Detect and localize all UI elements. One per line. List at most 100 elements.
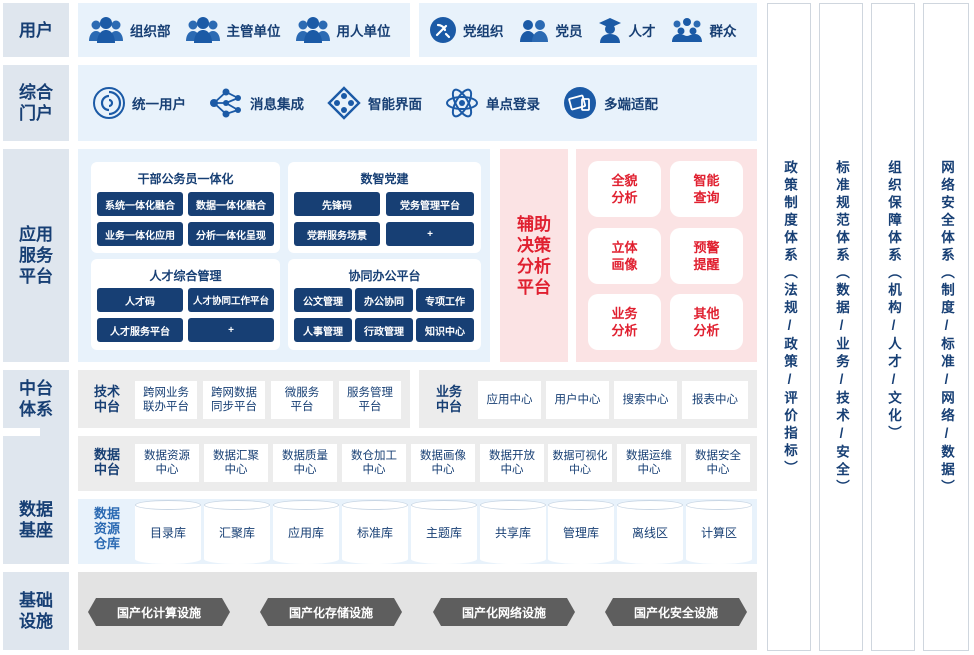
side-column-policy: 政策制度体系（法规/政策/评价指标） [767,3,811,651]
warehouse-db: 目录库 [135,500,201,564]
diamond-grid-icon [326,86,362,120]
app-item: 先锋码 [294,192,380,216]
people-group-icon [185,16,221,44]
portal-item-label: 单点登录 [486,97,540,112]
decision-panel: 辅助决策分析平台 [500,149,568,362]
app-item: 党群服务场景 [294,222,380,246]
warehouse-db-label: 共享库 [494,526,531,540]
warehouse-db: 汇聚库 [204,500,270,564]
user-group-party-org: 党组织 [429,16,504,44]
analysis-item: 其他分析 [670,294,743,350]
tech-mid-item: 跨网数据同步平台 [203,381,265,419]
infra-item-security: 国产化安全设施 [605,598,747,626]
warehouse-db-label: 标准库 [356,526,393,540]
layer-label-infra: 基础设施 [3,572,69,650]
app-item: 分析一体化呈现 [188,222,274,246]
app-item-add: + [386,222,474,246]
analysis-item: 预警提醒 [670,228,743,284]
side-column-label: 标准规范体系（数据/业务/技术/安全） [834,160,849,497]
data-mid-item: 数据开放中心 [480,444,544,482]
portal-item-label: 消息集成 [250,97,304,112]
data-mid-item: 数据资源中心 [135,444,199,482]
portal-item-sso: 单点登录 [444,86,540,120]
warehouse-db-label: 目录库 [149,526,186,540]
people-group-icon [295,16,331,44]
infra-item-compute: 国产化计算设施 [88,598,230,626]
layer-label-portal: 综合门户 [3,65,69,141]
side-column-security: 网络安全体系（制度/标准/网络/数据） [923,3,969,651]
tech-mid-item: 服务管理平台 [339,381,401,419]
app-item: 人才码 [97,288,183,312]
biz-mid-item: 应用中心 [478,381,541,419]
biz-mid-title: 业务中台 [435,384,462,414]
biz-mid-item: 报表中心 [682,381,748,419]
two-people-icon [518,16,550,44]
user-group-org: 组织部 [88,16,171,44]
analysis-item: 全貌分析 [588,161,661,217]
warehouse-db-label: 汇聚库 [218,526,255,540]
data-mid-item: 数据画像中心 [411,444,475,482]
user-group-label: 党组织 [463,24,504,39]
app-card-cadre: 干部公务员一体化 系统一体化融合 数据一体化融合 业务一体化应用 分析一体化呈现 [91,162,280,253]
data-mid-item: 数仓加工中心 [342,444,406,482]
portal-item-unified-user: 统一用户 [92,86,186,120]
warehouse-db: 应用库 [273,500,339,564]
app-card-office: 协同办公平台 公文管理 办公协同 专项工作 人事管理 行政管理 知识中心 [288,259,481,350]
warehouse-db-label: 计算区 [700,526,737,540]
portal-item-label: 统一用户 [132,97,186,112]
users-left-panel: 组织部 主管单位 用人单位 [78,3,410,57]
data-mid-item: 数据运维中心 [617,444,681,482]
app-card-title: 数智党建 [360,172,409,186]
infra-item-storage: 国产化存储设施 [260,598,402,626]
user-group-label: 党员 [555,24,583,39]
warehouse-title: 数据资源仓库 [93,506,120,551]
side-column-organization: 组织保障体系（机构/人才/文化） [871,3,915,651]
app-item: 人才协同工作平台 [188,288,274,312]
user-group-label: 组织部 [130,24,171,39]
layer-label-data-connector [40,428,69,488]
devices-icon [562,86,598,120]
user-group-member: 党员 [518,16,583,44]
biz-mid-item: 用户中心 [546,381,609,419]
app-item: 知识中心 [416,318,474,342]
user-group-talent: 人才 [597,16,656,44]
app-item: 专项工作 [416,288,474,312]
party-emblem-icon [429,16,457,44]
side-column-standard: 标准规范体系（数据/业务/技术/安全） [819,3,863,651]
warehouse-db-label: 离线区 [631,526,668,540]
people-group-icon [88,16,124,44]
app-item: 数据一体化融合 [188,192,274,216]
portal-item-ui: 智能界面 [326,86,422,120]
warehouse-db: 计算区 [686,500,752,564]
data-mid-item: 数据汇聚中心 [204,444,268,482]
graduate-icon [597,16,623,44]
analysis-item: 业务分析 [588,294,661,350]
side-column-label: 网络安全体系（制度/标准/网络/数据） [939,160,954,497]
portal-item-multi-device: 多端适配 [562,86,658,120]
app-card-party: 数智党建 先锋码 党务管理平台 党群服务场景 + [288,162,481,253]
portal-item-label: 多端适配 [604,97,658,112]
app-item: 业务一体化应用 [97,222,183,246]
app-card-title: 协同办公平台 [348,269,421,283]
tech-mid-item: 微服务平台 [271,381,333,419]
app-item: 公文管理 [294,288,352,312]
warehouse-db: 主题库 [411,500,477,564]
tech-mid-item: 跨网业务联办平台 [135,381,197,419]
atom-icon [444,86,480,120]
crowd-icon [670,16,704,44]
user-group-employer: 用人单位 [295,16,391,44]
layer-label-app: 应用服务平台 [3,149,69,362]
side-column-label: 政策制度体系（法规/政策/评价指标） [782,160,797,478]
user-group-label: 人才 [628,24,656,39]
app-item: 系统一体化融合 [97,192,183,216]
app-item: 行政管理 [355,318,413,342]
portal-panel: 统一用户 消息集成 智能界面 单点登录 多端适配 [78,65,757,141]
data-mid-item: 数据安全中心 [686,444,750,482]
tech-mid-title: 技术中台 [93,384,120,414]
warehouse-db-label: 应用库 [287,526,324,540]
app-card-talent: 人才综合管理 人才码 人才协同工作平台 人才服务平台 + [91,259,280,350]
app-item: 人事管理 [294,318,352,342]
app-card-title: 干部公务员一体化 [137,172,234,186]
analysis-item: 智能查询 [670,161,743,217]
users-right-panel: 党组织 党员 人才 群众 [419,3,757,57]
